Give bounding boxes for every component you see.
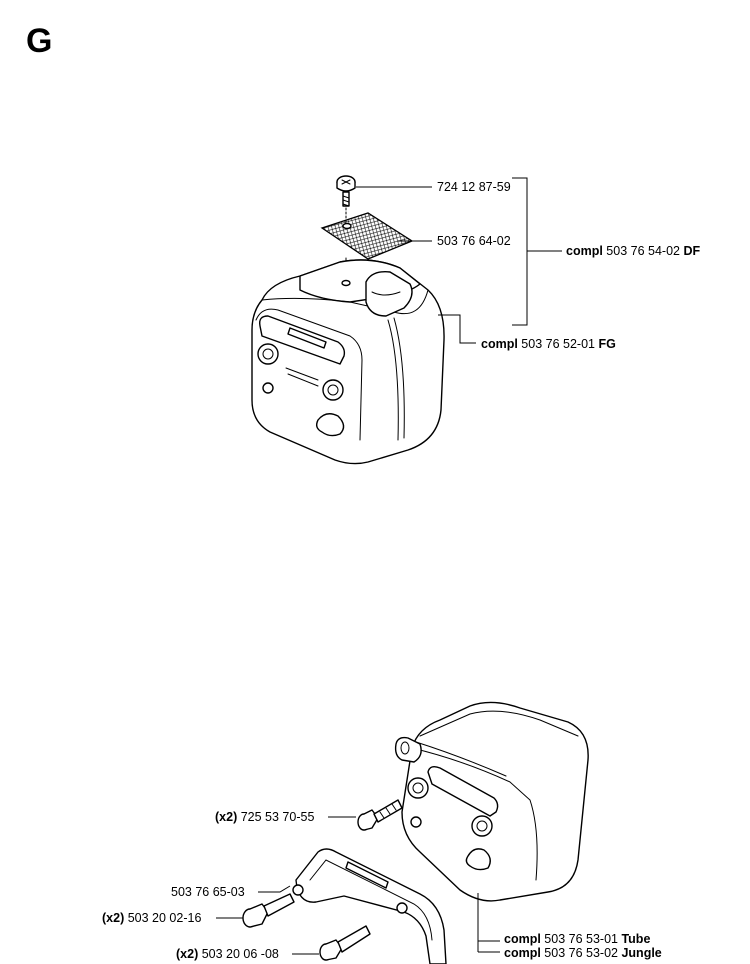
long-bolt-part-number: 725 53 70-55 [241, 810, 315, 824]
kit-df-suffix: DF [683, 244, 700, 258]
muffler-fg-part-number: 503 76 52-01 [521, 337, 595, 351]
screw-b-part-number: 503 20 06 -08 [202, 947, 279, 961]
muffler-tube-part-number: 503 76 53-01 [544, 932, 618, 946]
muffler-tube-prefix: compl [504, 932, 541, 946]
screw-b-qty: (x2) [176, 947, 198, 961]
kit-df-prefix: compl [566, 244, 603, 258]
upper-muffler-drawing [251, 259, 445, 465]
lower-screw-b-drawing [319, 925, 371, 961]
long-bolt-label: (x2) 725 53 70-55 [215, 810, 314, 824]
muffler-fg-label: compl 503 76 52-01 FG [481, 337, 616, 351]
muffler-fg-suffix: FG [598, 337, 615, 351]
muffler-jungle-prefix: compl [504, 946, 541, 960]
screw-a-qty: (x2) [102, 911, 124, 925]
muffler-tube-label: compl 503 76 53-01 Tube [504, 932, 650, 946]
kit-df-label: compl 503 76 54-02 DF [566, 244, 700, 258]
upper-leaders [356, 177, 562, 344]
screw-b-label: (x2) 503 20 06 -08 [176, 947, 279, 961]
lower-screw-a-drawing [242, 893, 295, 928]
lower-leaders [216, 816, 500, 955]
screw-part-number: 724 12 87-59 [437, 180, 511, 194]
bracket-part-number: 503 76 65-03 [171, 885, 245, 899]
muffler-fg-prefix: compl [481, 337, 518, 351]
screen-part-number: 503 76 64-02 [437, 234, 511, 248]
page-letter: G [26, 22, 53, 60]
long-bolt-qty: (x2) [215, 810, 237, 824]
kit-df-part-number: 503 76 54-02 [606, 244, 680, 258]
screw-a-part-number: 503 20 02-16 [128, 911, 202, 925]
screw-a-label: (x2) 503 20 02-16 [102, 911, 201, 925]
lower-bracket-drawing [292, 848, 447, 964]
muffler-jungle-part-number: 503 76 53-02 [544, 946, 618, 960]
muffler-jungle-suffix: Jungle [621, 946, 661, 960]
upper-screw-drawing [336, 175, 356, 223]
lower-long-bolt-drawing [357, 799, 403, 831]
muffler-jungle-label: compl 503 76 53-02 Jungle [504, 946, 662, 960]
lower-muffler-drawing [394, 701, 589, 902]
muffler-tube-suffix: Tube [621, 932, 650, 946]
